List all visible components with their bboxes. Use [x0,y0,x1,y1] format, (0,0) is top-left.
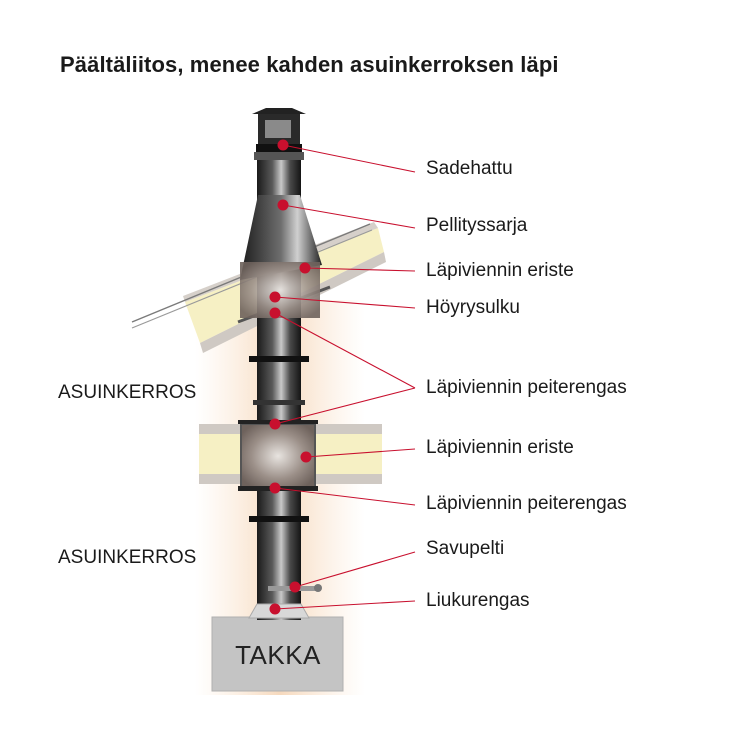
marker-cover-ring-3 [269,482,281,494]
floor-label-lower: ASUINKERROS [58,547,197,568]
diagram-title: Päältäliitos, menee kahden asuinkerrokse… [60,52,559,77]
callout-sliding-ring: Liukurengas [426,590,530,611]
callout-cover-ring-upper: Läpiviennin peiterengas [426,377,627,398]
fireplace [211,616,344,692]
marker-cover-ring-1 [269,307,281,319]
marker-rain-cap [277,139,289,151]
floor-label-upper: ASUINKERROS [58,382,197,403]
marker-floor-insulation [300,451,312,463]
callout-cover-ring-lower: Läpiviennin peiterengas [426,493,627,514]
flashing [240,195,322,280]
marker-vapour-barrier [269,291,281,303]
callout-rain-cap: Sadehattu [426,158,513,179]
callout-damper: Savupelti [426,538,505,559]
callout-roof-insulation: Läpiviennin eriste [426,260,574,281]
marker-damper [289,581,301,593]
leader-lines [274,144,416,610]
marker-flashing [277,199,289,211]
fireplace-label: TAKKA [235,640,321,670]
callout-vapour-barrier: Höyrysulku [426,297,520,318]
marker-dots [269,139,312,615]
marker-cover-ring-2 [269,418,281,430]
marker-roof-insulation [299,262,311,274]
callout-flashing-kit: Pellityssarja [426,215,528,236]
callout-floor-insulation: Läpiviennin eriste [426,437,574,458]
rain-cap [252,108,306,160]
marker-sliding-ring [269,603,281,615]
